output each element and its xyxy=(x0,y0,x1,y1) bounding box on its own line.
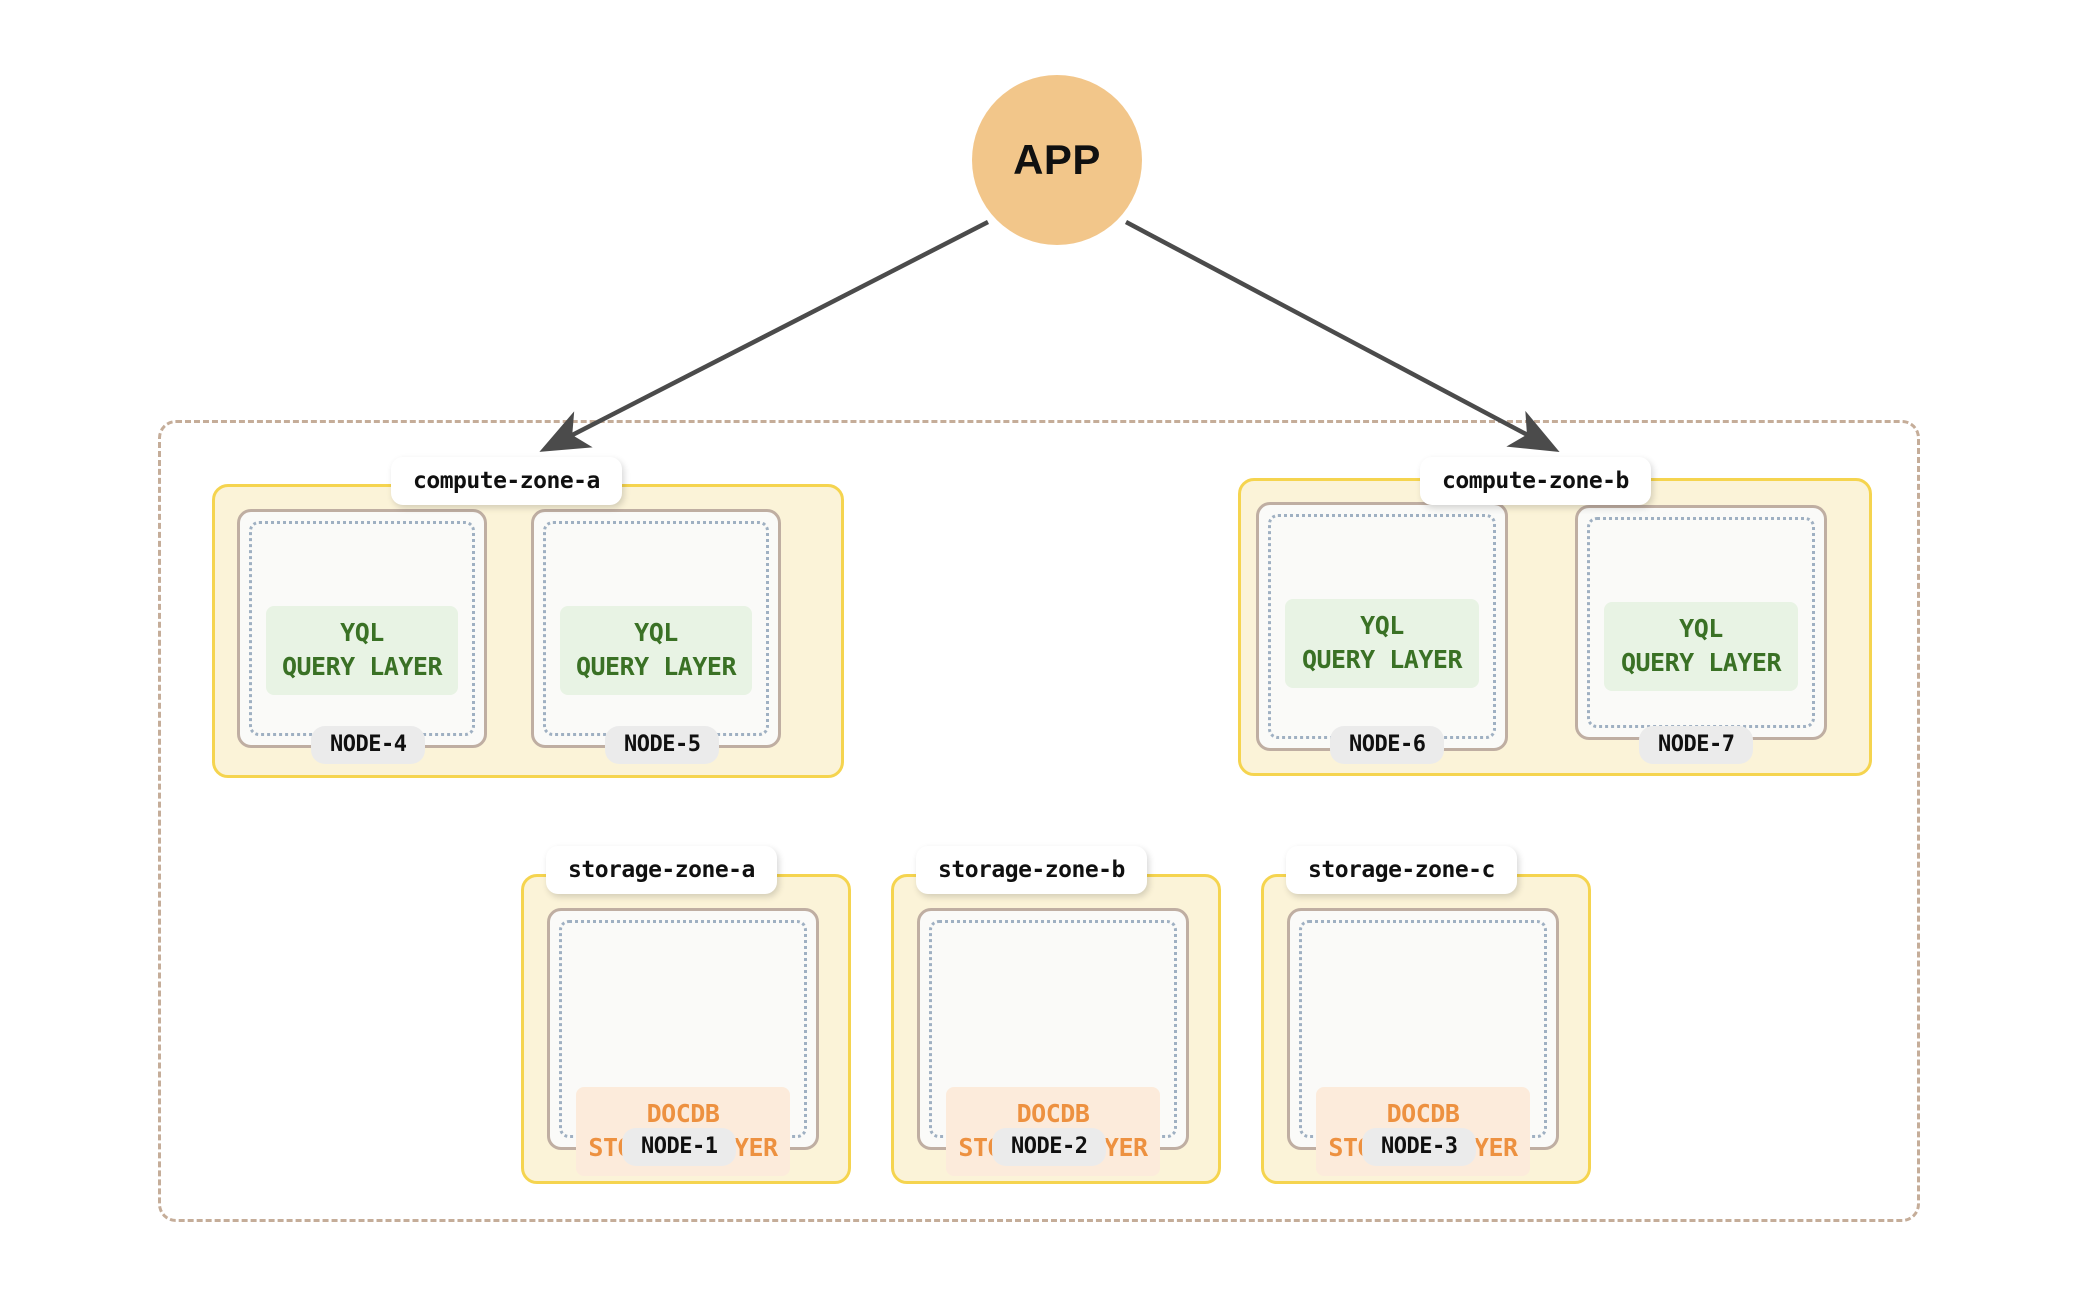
node-5[interactable]: YQL QUERY LAYER xyxy=(531,509,781,748)
node-6[interactable]: YQL QUERY LAYER xyxy=(1256,502,1508,751)
node-3[interactable]: DOCDB STORAGE LAYER xyxy=(1287,908,1559,1176)
zone-label-storage-zone-a: storage-zone-a xyxy=(546,846,777,894)
node-2-layer-line1: DOCDB xyxy=(1016,1099,1090,1128)
node-3-name-pill: NODE-3 xyxy=(1362,1128,1477,1166)
node-7-layer-line1: YQL xyxy=(1679,614,1723,643)
node-4-name-pill: NODE-4 xyxy=(311,726,426,764)
node-6-inner: YQL QUERY LAYER xyxy=(1268,514,1496,739)
node-6-yql-layer: YQL QUERY LAYER xyxy=(1285,599,1479,688)
node-2[interactable]: DOCDB STORAGE LAYER xyxy=(917,908,1189,1176)
node-7-name-pill: NODE-7 xyxy=(1639,726,1754,764)
zone-label-storage-zone-c: storage-zone-c xyxy=(1286,846,1517,894)
node-5-yql-layer: YQL QUERY LAYER xyxy=(560,606,752,695)
app-node[interactable]: APP xyxy=(972,75,1142,245)
node-5-layer-line2: QUERY LAYER xyxy=(575,651,737,681)
node-7-yql-layer: YQL QUERY LAYER xyxy=(1604,602,1798,691)
node-4-inner: YQL QUERY LAYER xyxy=(249,521,475,736)
node-4-yql-layer: YQL QUERY LAYER xyxy=(266,606,458,695)
node-4[interactable]: YQL QUERY LAYER xyxy=(237,509,487,748)
node-3-layer-line1: DOCDB xyxy=(1386,1099,1460,1128)
zone-label-compute-zone-a: compute-zone-a xyxy=(391,457,622,505)
node-1-name-pill: NODE-1 xyxy=(622,1128,737,1166)
cluster-boundary xyxy=(158,420,1920,1222)
node-2-inner: DOCDB STORAGE LAYER xyxy=(929,920,1177,1176)
node-5-inner: YQL QUERY LAYER xyxy=(543,521,769,736)
app-node-label: APP xyxy=(1013,136,1101,183)
arrow-app-to-compute-zone-b xyxy=(1124,220,1560,452)
node-7-inner: YQL QUERY LAYER xyxy=(1587,517,1815,728)
zone-label-compute-zone-b: compute-zone-b xyxy=(1420,457,1651,505)
node-6-name-pill: NODE-6 xyxy=(1330,726,1445,764)
node-1[interactable]: DOCDB STORAGE LAYER xyxy=(547,908,819,1176)
node-6-layer-line1: YQL xyxy=(1360,611,1404,640)
node-3-inner: DOCDB STORAGE LAYER xyxy=(1299,920,1547,1176)
node-1-inner: DOCDB STORAGE LAYER xyxy=(559,920,807,1176)
arrow-app-to-compute-zone-a xyxy=(539,219,990,452)
node-6-layer-line2: QUERY LAYER xyxy=(1301,644,1463,674)
node-2-name-pill: NODE-2 xyxy=(992,1128,1107,1166)
node-4-layer-line1: YQL xyxy=(340,618,384,647)
node-5-name-pill: NODE-5 xyxy=(605,726,720,764)
zone-label-storage-zone-b: storage-zone-b xyxy=(916,846,1147,894)
node-7[interactable]: YQL QUERY LAYER xyxy=(1575,505,1827,740)
node-4-layer-line2: QUERY LAYER xyxy=(281,651,443,681)
node-5-layer-line1: YQL xyxy=(634,618,678,647)
node-7-layer-line2: QUERY LAYER xyxy=(1620,647,1782,677)
node-1-layer-line1: DOCDB xyxy=(646,1099,720,1128)
